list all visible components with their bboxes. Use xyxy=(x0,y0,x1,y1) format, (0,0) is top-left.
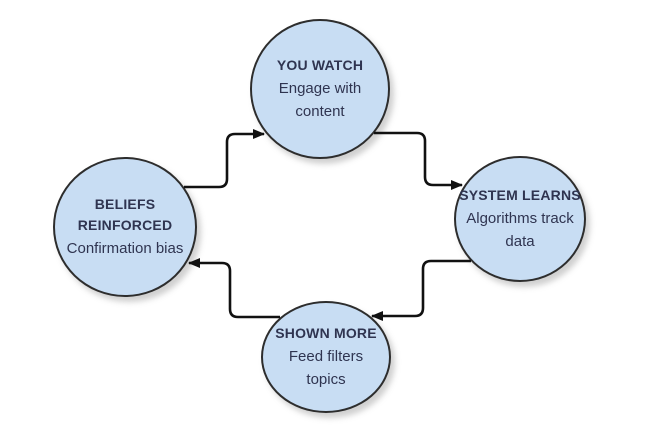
node-you-watch: YOU WATCH Engage with content xyxy=(250,19,390,159)
node-shown-more: SHOWN MORE Feed filters topics xyxy=(261,301,391,413)
arrow-shown-to-beliefs xyxy=(188,258,280,319)
node-text: SYSTEM LEARNS Algorithms track data xyxy=(456,185,584,253)
node-title: YOU WATCH xyxy=(276,57,364,73)
arrow-beliefs-to-watch xyxy=(184,129,265,189)
node-subtitle: Engage with content xyxy=(278,80,362,120)
node-title: SYSTEM LEARNS xyxy=(459,187,581,203)
node-subtitle: Feed filters topics xyxy=(288,348,364,388)
node-text: YOU WATCH Engage with content xyxy=(260,55,380,123)
node-system-learns: SYSTEM LEARNS Algorithms track data xyxy=(454,156,586,282)
node-subtitle: Algorithms track data xyxy=(466,210,574,250)
node-subtitle: Confirmation bias xyxy=(66,240,184,257)
node-text: SHOWN MORE Feed filters topics xyxy=(270,323,382,391)
node-title: BELIEFS REINFORCED xyxy=(77,196,173,233)
node-beliefs-reinforced: BELIEFS REINFORCED Confirmation bias xyxy=(53,157,197,297)
node-title: SHOWN MORE xyxy=(275,325,377,341)
arrow-watch-to-learns xyxy=(374,131,463,190)
node-text: BELIEFS REINFORCED Confirmation bias xyxy=(59,194,191,260)
arrow-learns-to-shown xyxy=(371,259,471,321)
